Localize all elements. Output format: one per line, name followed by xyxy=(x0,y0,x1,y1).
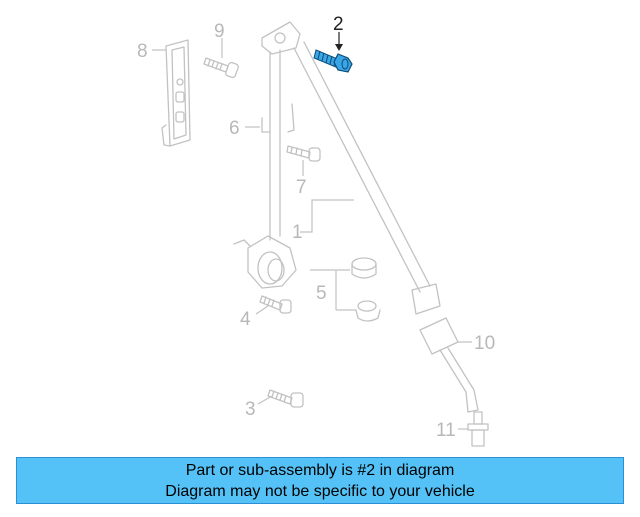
part-3-bolt xyxy=(267,389,304,408)
part-6-clip xyxy=(261,103,295,133)
part-8-anchor-bracket xyxy=(161,39,191,147)
callout-6: 6 xyxy=(229,118,240,139)
banner-line-2: Diagram may not be specific to your vehi… xyxy=(165,483,475,500)
callout-3: 3 xyxy=(245,399,256,420)
part-2-bolt-highlighted xyxy=(313,49,353,73)
part-11-bolt xyxy=(467,411,489,447)
callout-9: 9 xyxy=(214,21,225,42)
callout-11: 11 xyxy=(436,420,456,441)
part-1-seat-belt-assembly xyxy=(233,21,479,413)
callout-5: 5 xyxy=(316,283,327,304)
callout-10: 10 xyxy=(474,333,495,354)
info-banner: Part or sub-assembly is #2 in diagram Di… xyxy=(16,457,624,504)
callout-7: 7 xyxy=(296,177,307,198)
banner-line-1: Part or sub-assembly is #2 in diagram xyxy=(185,462,455,479)
callout-4: 4 xyxy=(240,309,251,330)
callout-1: 1 xyxy=(292,222,303,243)
part-4-bolt xyxy=(259,295,292,314)
callout-8: 8 xyxy=(137,41,148,62)
part-5-caps xyxy=(351,257,381,322)
part-9-bolt xyxy=(203,57,239,79)
part-7-bolt xyxy=(286,145,321,162)
callout-2-highlighted: 2 xyxy=(333,14,344,35)
